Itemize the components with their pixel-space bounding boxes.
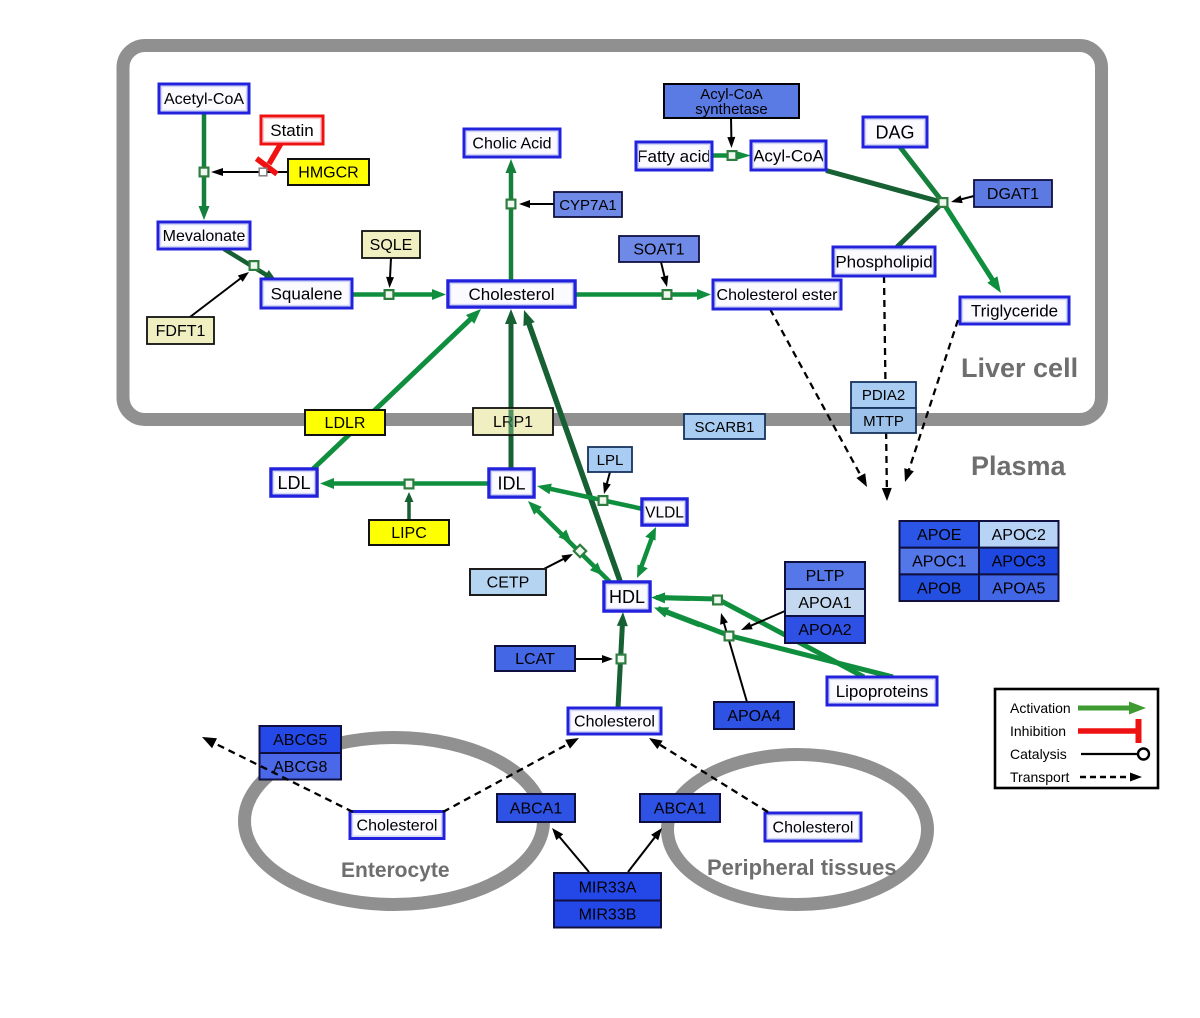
svg-text:SOAT1: SOAT1	[633, 242, 684, 259]
svg-text:IDL: IDL	[497, 473, 525, 493]
svg-text:APOA1: APOA1	[798, 595, 851, 612]
svg-text:DAG: DAG	[875, 122, 914, 142]
svg-text:Cholic Acid: Cholic Acid	[472, 136, 551, 153]
svg-text:APOE: APOE	[917, 527, 961, 544]
svg-text:LPL: LPL	[597, 452, 624, 469]
svg-text:Plasma: Plasma	[971, 451, 1067, 481]
svg-text:APOC3: APOC3	[992, 554, 1046, 571]
svg-text:Acetyl-CoA: Acetyl-CoA	[164, 91, 244, 108]
svg-text:LDL: LDL	[277, 473, 310, 493]
svg-text:Enterocyte: Enterocyte	[341, 859, 450, 882]
svg-text:Activation: Activation	[1010, 700, 1071, 716]
svg-text:Peripheral tissues: Peripheral tissues	[707, 855, 897, 880]
svg-text:CYP7A1: CYP7A1	[559, 197, 617, 214]
svg-text:FDFT1: FDFT1	[156, 323, 206, 340]
svg-text:SCARB1: SCARB1	[694, 419, 754, 436]
svg-text:Lipoproteins: Lipoproteins	[836, 682, 929, 701]
svg-text:LDLR: LDLR	[325, 415, 366, 432]
svg-text:HDL: HDL	[609, 587, 645, 607]
svg-text:Inhibition: Inhibition	[1010, 723, 1066, 739]
svg-text:VLDL: VLDL	[645, 504, 684, 521]
svg-text:Cholesterol: Cholesterol	[469, 285, 555, 304]
svg-text:DGAT1: DGAT1	[987, 186, 1039, 203]
svg-text:Squalene: Squalene	[271, 284, 343, 303]
svg-text:PLTP: PLTP	[806, 568, 845, 585]
svg-text:CETP: CETP	[487, 575, 530, 592]
svg-text:Cholesterol: Cholesterol	[574, 714, 655, 731]
svg-text:LCAT: LCAT	[515, 651, 555, 668]
svg-text:Fatty acid: Fatty acid	[637, 147, 711, 166]
svg-text:Statin: Statin	[270, 121, 313, 140]
svg-text:APOA2: APOA2	[798, 622, 851, 639]
svg-text:Mevalonate: Mevalonate	[163, 228, 246, 245]
svg-text:Transport: Transport	[1010, 769, 1070, 785]
svg-text:ABCG8: ABCG8	[273, 759, 327, 776]
svg-text:Phospholipid: Phospholipid	[835, 252, 932, 271]
svg-text:Cholesterol ester: Cholesterol ester	[717, 287, 839, 304]
svg-text:MIR33B: MIR33B	[579, 907, 637, 924]
svg-text:APOB: APOB	[917, 580, 961, 597]
svg-text:ABCG5: ABCG5	[273, 732, 327, 749]
svg-text:Cholesterol: Cholesterol	[357, 818, 438, 835]
svg-text:LIPC: LIPC	[391, 525, 427, 542]
svg-text:SQLE: SQLE	[370, 237, 413, 254]
svg-text:Liver cell: Liver cell	[961, 353, 1078, 383]
svg-text:Triglyceride: Triglyceride	[971, 301, 1058, 320]
svg-text:ABCA1: ABCA1	[510, 801, 563, 818]
svg-text:APOC2: APOC2	[992, 527, 1046, 544]
svg-text:Cholesterol: Cholesterol	[773, 820, 854, 837]
svg-text:APOA5: APOA5	[992, 580, 1045, 597]
svg-text:ABCA1: ABCA1	[654, 801, 707, 818]
svg-text:MIR33A: MIR33A	[579, 879, 637, 896]
svg-text:Acyl-CoA: Acyl-CoA	[753, 146, 825, 165]
svg-text:Catalysis: Catalysis	[1010, 746, 1067, 762]
svg-text:PDIA2: PDIA2	[862, 387, 905, 404]
svg-text:APOC1: APOC1	[912, 554, 966, 571]
svg-text:MTTP: MTTP	[863, 413, 904, 430]
svg-text:synthetase: synthetase	[695, 101, 768, 118]
svg-text:HMGCR: HMGCR	[298, 165, 358, 182]
svg-text:APOA4: APOA4	[727, 708, 780, 725]
